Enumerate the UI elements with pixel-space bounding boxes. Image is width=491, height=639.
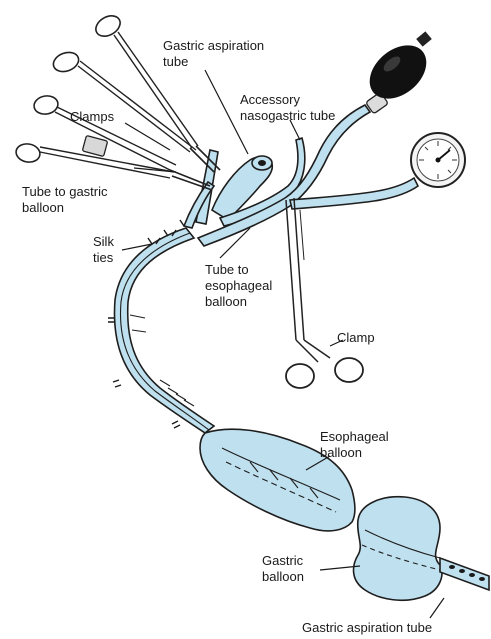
label-line: Accessory	[240, 92, 300, 107]
label-clamps: Clamps	[70, 109, 115, 124]
label-line: ties	[93, 250, 114, 265]
esophageal-inflow-tube	[198, 105, 418, 246]
hemostat-clamp-upper	[51, 12, 220, 172]
label-line: balloon	[22, 200, 64, 215]
label-gastric-aspiration-tube-bottom: Gastric aspiration tube	[302, 620, 432, 635]
gastric-balloon	[354, 497, 442, 601]
label-gastric-aspiration-tube-top: Gastric aspiration tube	[163, 38, 264, 69]
label-line: Tube to gastric	[22, 184, 108, 199]
label-clamp: Clamp	[337, 330, 375, 345]
inflation-bulb	[359, 31, 436, 114]
label-line: Gastric aspiration	[163, 38, 264, 53]
label-line: Esophageal	[320, 429, 389, 444]
label-line: balloon	[262, 569, 304, 584]
distal-aspiration-tube	[440, 558, 489, 590]
label-line: Tube to	[205, 262, 249, 277]
label-line: tube	[163, 54, 188, 69]
pressure-manometer	[411, 133, 465, 187]
label-line: Gastric	[262, 553, 304, 568]
label-line: balloon	[320, 445, 362, 460]
label-gastric-balloon: Gastric balloon	[262, 553, 304, 584]
label-silk-ties: Silk ties	[93, 234, 114, 265]
hemostat-clamp-right	[286, 198, 363, 388]
label-line: balloon	[205, 294, 247, 309]
label-tube-to-gastric-balloon: Tube to gastric balloon	[22, 184, 108, 215]
main-tube	[114, 228, 214, 433]
label-esophageal-balloon: Esophageal balloon	[320, 429, 389, 460]
label-line: esophageal	[205, 278, 272, 293]
gastric-balloon-inflow-tube	[184, 150, 218, 228]
label-accessory-nasogastric-tube: Accessory nasogastric tube	[240, 92, 335, 123]
label-tube-to-esophageal-balloon: Tube to esophageal balloon	[205, 262, 272, 309]
label-line: Silk	[93, 234, 114, 249]
label-line: nasogastric tube	[240, 108, 335, 123]
